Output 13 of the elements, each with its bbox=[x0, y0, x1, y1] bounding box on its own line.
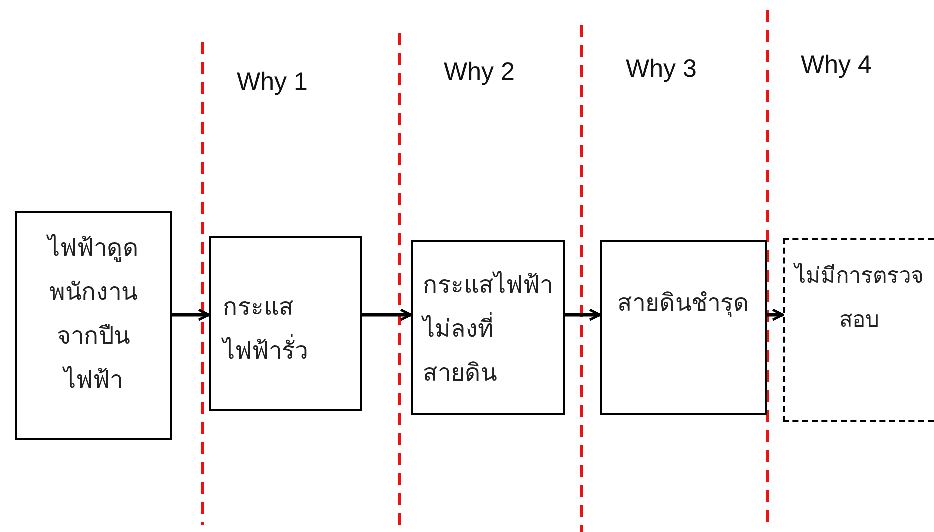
column-heading: Why 1 bbox=[237, 68, 308, 97]
arrow bbox=[565, 308, 602, 322]
column-heading: Why 3 bbox=[626, 55, 697, 84]
arrow bbox=[362, 308, 412, 322]
cause-box: สายดินชำรุด bbox=[600, 240, 767, 415]
arrow bbox=[767, 308, 784, 322]
cause-box: กระแสไฟฟ้าไม่ลงที่สายดิน bbox=[411, 240, 565, 415]
column-heading: Why 2 bbox=[444, 58, 515, 87]
cause-box: ไม่มีการตรวจสอบ bbox=[783, 238, 934, 422]
column-heading: Why 4 bbox=[801, 51, 872, 80]
arrow bbox=[172, 308, 210, 322]
cause-box: กระแสไฟฟ้ารั่ว bbox=[209, 236, 362, 411]
cause-box: ไฟฟ้าดูดพนักงานจากปืนไฟฟ้า bbox=[15, 211, 172, 440]
